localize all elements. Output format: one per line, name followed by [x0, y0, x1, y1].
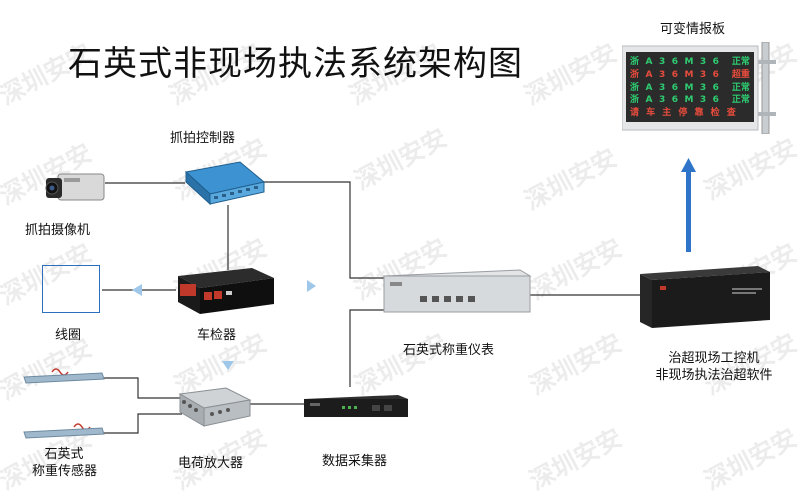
arrow-right-icon [307, 280, 316, 292]
vms-cell: A [645, 69, 653, 80]
vms-cell: 浙 [630, 82, 640, 93]
capture-controller-label: 抓拍控制器 [170, 131, 236, 146]
vms-cell: M [684, 57, 694, 67]
vms-cell: M [684, 82, 694, 93]
industrial-pc-label-line2: 非现场执法治超软件 [655, 368, 773, 383]
arrow-up-shaft [686, 168, 691, 252]
vms-row: 请车主停靠检查 [630, 108, 750, 119]
vms-cell: 请 [630, 108, 640, 118]
vms-cell: 3 [699, 69, 707, 80]
wire-sensor1-amplifier [100, 377, 182, 399]
vms-cell: 浙 [630, 69, 640, 80]
vms-label: 可变情报板 [660, 22, 726, 37]
vms-cell: 3 [699, 57, 707, 67]
vms-cell: 6 [671, 69, 678, 80]
vms-cell: 正常 [731, 57, 750, 67]
vms-cell: M [684, 69, 694, 80]
vms-cell: 检 [710, 108, 720, 118]
vms-cell: 6 [712, 69, 719, 80]
vms-cell: 6 [712, 57, 719, 67]
vms-cell: 正常 [731, 82, 750, 93]
vms-cell: 正常 [731, 95, 750, 106]
vms-cell: A [645, 57, 653, 67]
vehicle-detector-image [174, 266, 278, 316]
capture-controller-image [180, 158, 266, 210]
vms-cell: A [645, 82, 653, 93]
vms-cell: 6 [671, 57, 678, 67]
vms-cell: 车 [646, 108, 656, 118]
vms-cell: 主 [662, 108, 672, 118]
vms-cell: 3 [699, 82, 707, 93]
wire-controller-instrument [262, 181, 390, 279]
quartz-sensor-image [22, 419, 106, 441]
vms-cell: 6 [712, 82, 719, 93]
vms-cell: 浙 [630, 57, 640, 67]
quartz-sensor-label: 石英式 称重传感器 [32, 446, 98, 480]
arrow-up-icon [681, 158, 696, 172]
vms-image [621, 41, 776, 135]
vms-cell: 超重 [731, 69, 750, 80]
capture-camera-label: 抓拍摄像机 [25, 223, 91, 238]
vms-cell: 3 [658, 57, 666, 67]
quartz-sensor-label-line1: 石英式 [44, 447, 84, 462]
vms-cell: 3 [658, 69, 666, 80]
weighing-instrument-image [380, 268, 532, 314]
arrow-left-icon [132, 284, 142, 296]
vms-cell: 查 [726, 108, 736, 118]
vms-cell: M [684, 95, 694, 106]
vms-cell: 停 [678, 108, 688, 118]
vms-cell: 3 [658, 95, 666, 106]
charge-amplifier-label: 电荷放大器 [178, 456, 244, 471]
loop-coil-label: 线圈 [55, 328, 82, 343]
industrial-pc-image [636, 264, 772, 330]
vms-cell: 6 [671, 82, 678, 93]
data-collector-image [302, 393, 410, 419]
arrow-down-icon [222, 361, 234, 370]
quartz-sensor-label-line2: 称重传感器 [32, 464, 98, 479]
vms-cell: 3 [658, 82, 666, 93]
wire-sensor2-amplifier [100, 413, 182, 434]
vms-cell: 6 [671, 95, 678, 106]
industrial-pc-label: 治超现场工控机 非现场执法治超软件 [640, 350, 788, 384]
page-title: 石英式非现场执法系统架构图 [68, 44, 523, 84]
vms-cell: 浙 [630, 95, 640, 106]
vms-cell: A [645, 95, 653, 106]
industrial-pc-label-line1: 治超现场工控机 [668, 351, 760, 366]
weighing-instrument-label: 石英式称重仪表 [403, 343, 495, 358]
vms-cell: 靠 [694, 108, 704, 118]
charge-amplifier-image [176, 384, 254, 430]
vms-cell: 3 [699, 95, 707, 106]
loop-coil-image [42, 265, 100, 313]
vehicle-detector-label: 车检器 [197, 328, 237, 343]
data-collector-label: 数据采集器 [322, 454, 388, 469]
quartz-sensor-image [22, 364, 106, 386]
capture-camera-image [40, 170, 110, 208]
wire-collector-instrument [349, 309, 390, 387]
vms-cell: 6 [712, 95, 719, 106]
